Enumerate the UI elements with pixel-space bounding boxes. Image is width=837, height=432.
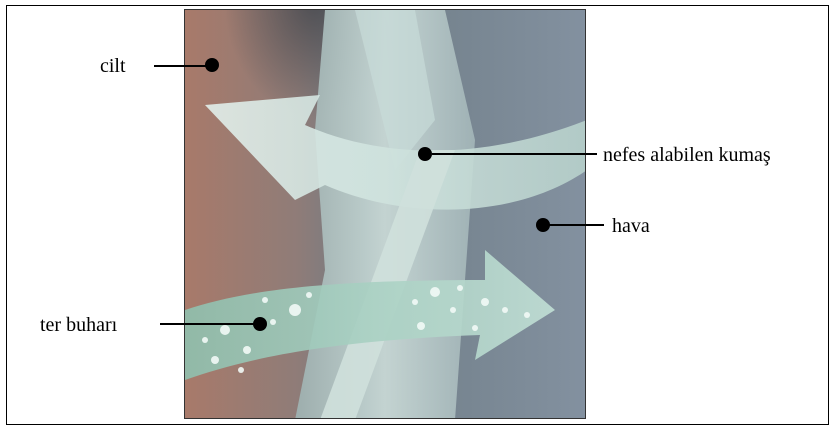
skin-label: cilt	[100, 56, 126, 76]
breathable-fabric-leader	[432, 153, 597, 155]
sweat-vapor-leader	[160, 323, 256, 325]
skin-dot	[205, 58, 219, 72]
fabric-illustration	[184, 9, 586, 419]
skin-leader	[154, 65, 212, 67]
air-dot	[536, 218, 550, 232]
air-leader	[548, 224, 604, 226]
breathable-fabric-label: nefes alabilen kumaş	[603, 145, 771, 165]
sweat-vapor-dot	[253, 317, 267, 331]
air-label: hava	[612, 216, 650, 236]
sweat-vapor-label: ter buharı	[40, 315, 117, 335]
breathable-fabric-dot	[418, 147, 432, 161]
